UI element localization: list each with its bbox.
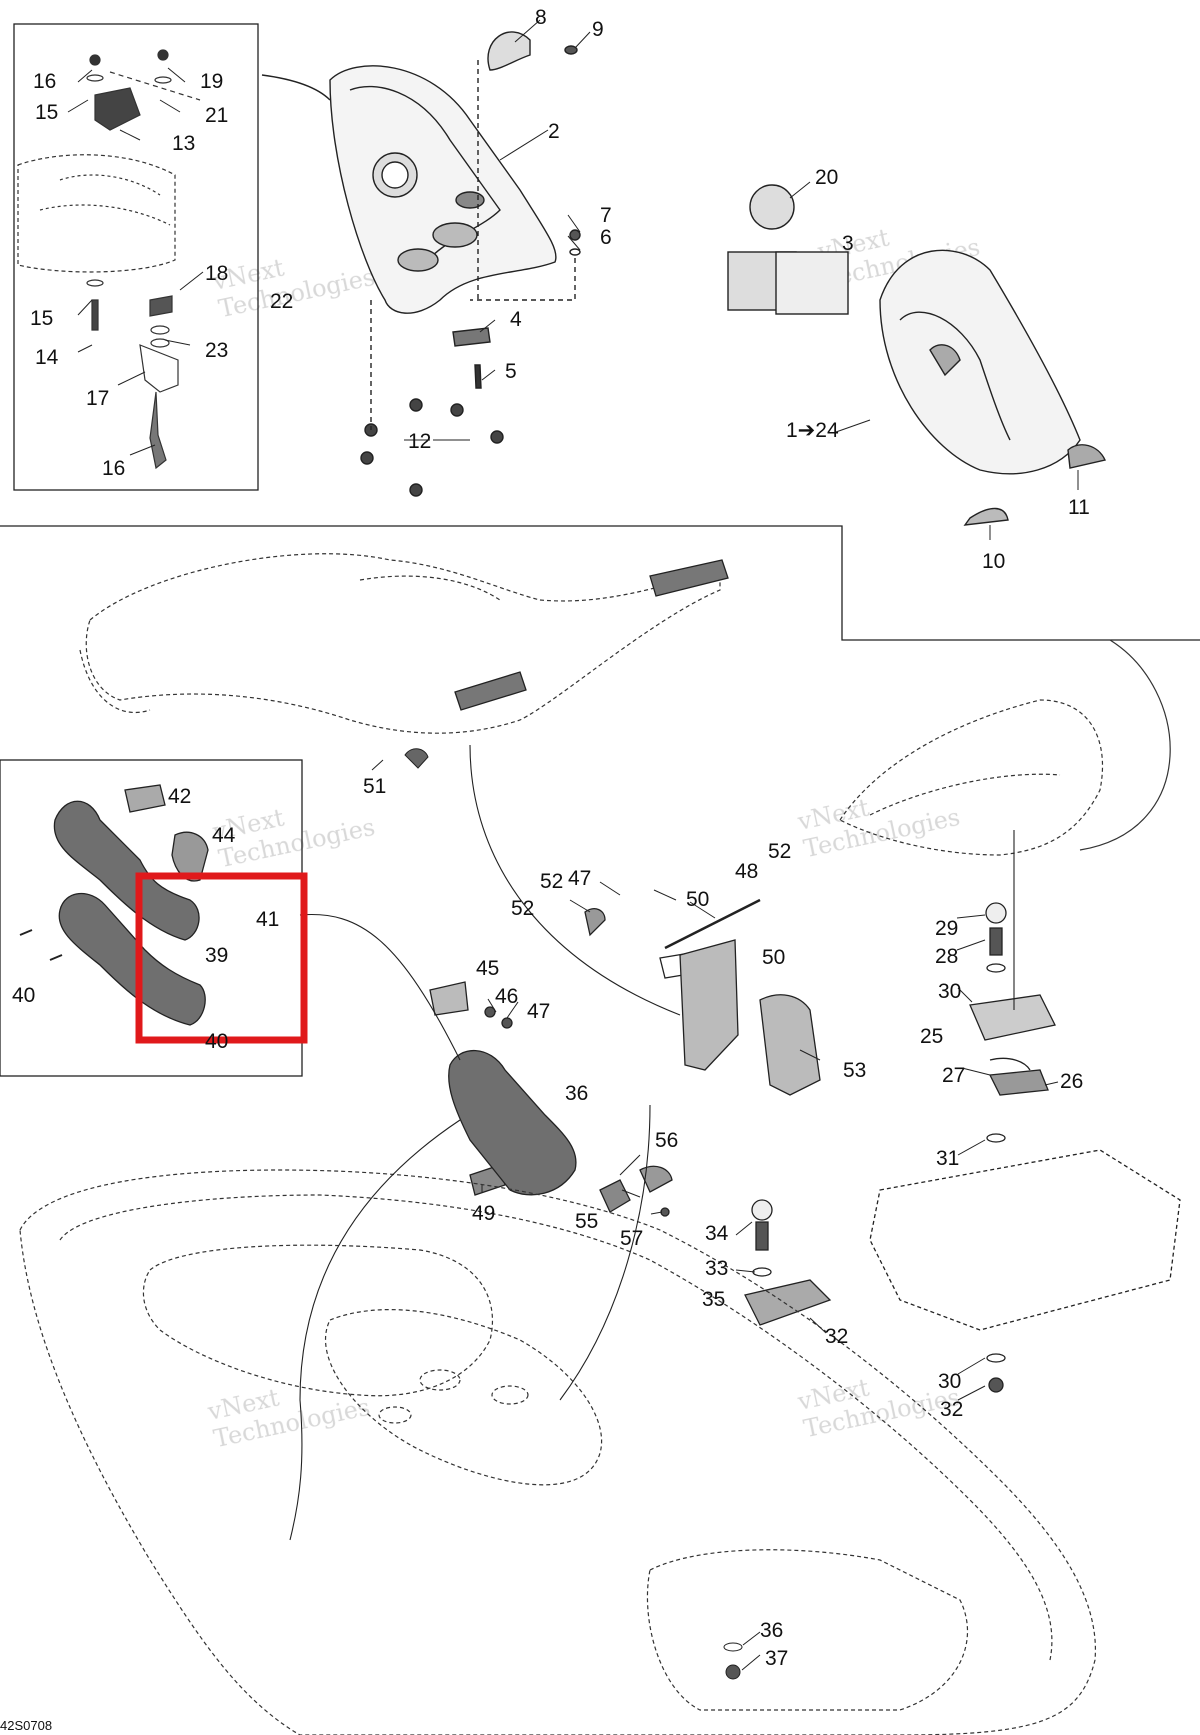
callout-label: 13 (172, 132, 195, 155)
callout-label: 32 (825, 1325, 848, 1348)
seat-art-top (727, 184, 1107, 526)
latch-mechanism-art (429, 898, 821, 1217)
callout-label: 30 (938, 980, 961, 1003)
steering-inset-art (17, 49, 201, 470)
callout-label: 23 (205, 339, 228, 362)
storage-cover-art (261, 31, 581, 497)
section-divider (0, 525, 1200, 641)
footrest-inset-art (19, 784, 209, 1026)
callout-label: 12 (408, 430, 431, 453)
callout-label: 29 (935, 917, 958, 940)
callout-label: 3 (842, 232, 854, 255)
callout-label: 17 (86, 387, 109, 410)
callout-label: 19 (200, 70, 223, 93)
hull-deck-art (19, 1169, 1097, 1735)
callout-label: 8 (535, 6, 547, 29)
callout-label: 55 (575, 1210, 598, 1233)
callout-label: 30 (938, 1370, 961, 1393)
callout-label: 41 (256, 908, 279, 931)
callout-label: 25 (920, 1025, 943, 1048)
callout-label: 44 (212, 824, 236, 847)
callout-label: 20 (815, 166, 838, 189)
callout-label: 11 (1068, 496, 1090, 519)
watermark: vNext Technologies (794, 1373, 962, 1443)
callout-label: 21 (205, 104, 228, 127)
callout-labels: 8 9 2 7 6 4 5 12 20 3 1➔24 11 10 16 15 1… (12, 6, 1090, 1670)
callout-label: 2 (548, 120, 560, 143)
callout-label: 52 (511, 897, 534, 920)
callout-label: 18 (205, 262, 228, 285)
watermark: vNext Technologies (204, 1383, 372, 1453)
callout-label: 47 (527, 1000, 550, 1023)
callout-label: 56 (655, 1129, 678, 1152)
callout-label: 47 (568, 867, 591, 890)
callout-label: 28 (935, 945, 958, 968)
handlebar-art (79, 553, 721, 734)
callout-label: 34 (705, 1222, 729, 1245)
callout-label: 10 (982, 550, 1005, 573)
callout-label: 42 (168, 785, 191, 808)
seat-latch-art (869, 902, 1181, 1393)
callout-label: 50 (686, 888, 709, 911)
watermark-group: vNext Technologies vNext Technologies vN… (204, 223, 982, 1453)
callout-label: 33 (705, 1257, 728, 1280)
callout-label: 52 (768, 840, 791, 863)
connector-curves (289, 744, 1015, 1541)
inset-frame-top-left (13, 23, 259, 491)
callout-label: 22 (270, 290, 293, 313)
callout-label: 1➔24 (786, 419, 839, 442)
callout-label: 51 (363, 775, 386, 798)
leader-lines (67, 19, 1079, 1671)
watermark: vNext Technologies (209, 253, 377, 323)
callout-label: 6 (600, 226, 612, 249)
callout-label: 40 (205, 1030, 228, 1053)
callout-label: 9 (592, 18, 604, 41)
callout-label: 37 (765, 1647, 788, 1670)
seat-art-right (839, 639, 1171, 856)
callout-label: 39 (205, 944, 228, 967)
callout-label: 15 (30, 307, 53, 330)
callout-label: 35 (702, 1288, 725, 1311)
callout-label: 27 (942, 1064, 965, 1087)
callout-label: 4 (510, 308, 522, 331)
callout-label: 14 (35, 346, 59, 369)
callout-label: 57 (620, 1227, 643, 1250)
callout-label: 32 (940, 1398, 963, 1421)
seat-pad-center (448, 1049, 577, 1196)
hull-deck-hardware (723, 1642, 743, 1680)
callout-label: 7 (600, 204, 612, 227)
callout-label: 40 (12, 984, 35, 1007)
callout-label: 48 (735, 860, 758, 883)
callout-label: 52 (540, 870, 563, 893)
callout-label: 50 (762, 946, 785, 969)
callout-label: 46 (495, 985, 518, 1008)
callout-label: 36 (760, 1619, 783, 1642)
callout-label: 5 (505, 360, 517, 383)
latch-bracket-art (744, 1199, 832, 1326)
callout-label: 36 (565, 1082, 588, 1105)
callout-label: 16 (33, 70, 56, 93)
callout-label: 15 (35, 101, 58, 124)
callout-label: 31 (936, 1147, 959, 1170)
callout-label: 26 (1060, 1070, 1083, 1093)
callout-label: 45 (476, 957, 499, 980)
drawing-code: 42S0708 (0, 1718, 52, 1733)
handlebar-screw (404, 748, 429, 769)
callout-label: 49 (472, 1202, 495, 1225)
handlebar-grips (454, 559, 729, 711)
highlight-box (135, 872, 308, 1044)
callout-label: 53 (843, 1059, 866, 1082)
callout-label: 16 (102, 457, 125, 480)
